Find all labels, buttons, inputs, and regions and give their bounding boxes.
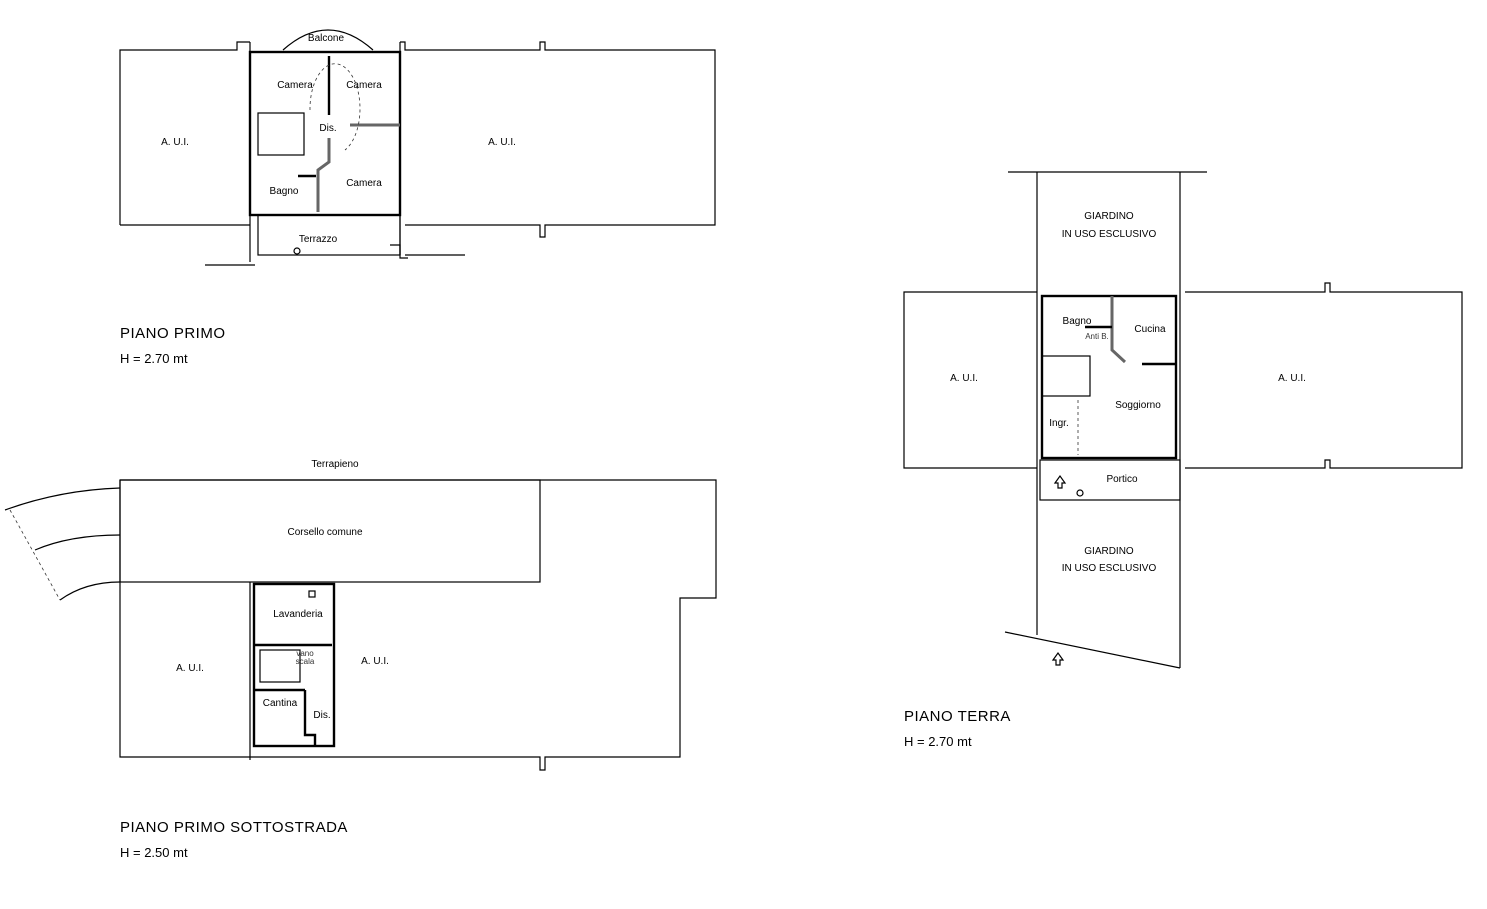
room-label: Dis. (319, 123, 336, 134)
giardino-label: GIARDINO (1084, 546, 1134, 557)
plan-height: H = 2.50 mt (120, 845, 188, 860)
aui-label: A. U.I. (161, 137, 189, 148)
aui-label: A. U.I. (176, 663, 204, 674)
plan-title: PIANO TERRA (904, 708, 1011, 725)
room-label: Portico (1106, 474, 1138, 485)
aui-label: A. U.I. (488, 137, 516, 148)
aui-label: A. U.I. (361, 656, 389, 667)
plan-height: H = 2.70 mt (904, 734, 972, 749)
aui-label: A. U.I. (950, 373, 978, 384)
room-label: Ingr. (1049, 418, 1068, 429)
room-label: Terrazzo (299, 234, 338, 245)
room-label: vano (296, 649, 314, 658)
plan-title: PIANO PRIMO (120, 325, 226, 342)
room-label: Bagno (1063, 316, 1092, 327)
corsello-label: Corsello comune (287, 527, 362, 538)
room-label: Camera (346, 178, 382, 189)
room-label: Soggiorno (1115, 400, 1161, 411)
plan-height: H = 2.70 mt (120, 351, 188, 366)
room-label: Bagno (270, 186, 299, 197)
terrapieno-label: Terrapieno (311, 459, 359, 470)
piano-sottostrada-plan: Terrapieno Corsello comune Lavanderia va… (4, 459, 717, 860)
giardino-label: IN USO ESCLUSIVO (1062, 229, 1157, 240)
plan-title: PIANO PRIMO SOTTOSTRADA (120, 819, 348, 836)
aui-label: A. U.I. (1278, 373, 1306, 384)
room-label: Camera (277, 80, 313, 91)
piano-terra-plan: GIARDINO IN USO ESCLUSIVO GIARDINO IN US… (903, 171, 1463, 749)
giardino-label: IN USO ESCLUSIVO (1062, 563, 1157, 574)
room-label: Camera (346, 80, 382, 91)
room-label: Cucina (1134, 324, 1166, 335)
giardino-label: GIARDINO (1084, 211, 1134, 222)
room-label: Lavanderia (273, 609, 323, 620)
room-label: scala (296, 657, 315, 666)
piano-primo-plan: Balcone Camera Camera Dis. Camera Bagno … (119, 29, 716, 366)
room-label: Dis. (313, 710, 330, 721)
room-label: Balcone (308, 33, 345, 44)
room-label: Anti B. (1085, 332, 1109, 341)
room-label: Cantina (263, 698, 298, 709)
